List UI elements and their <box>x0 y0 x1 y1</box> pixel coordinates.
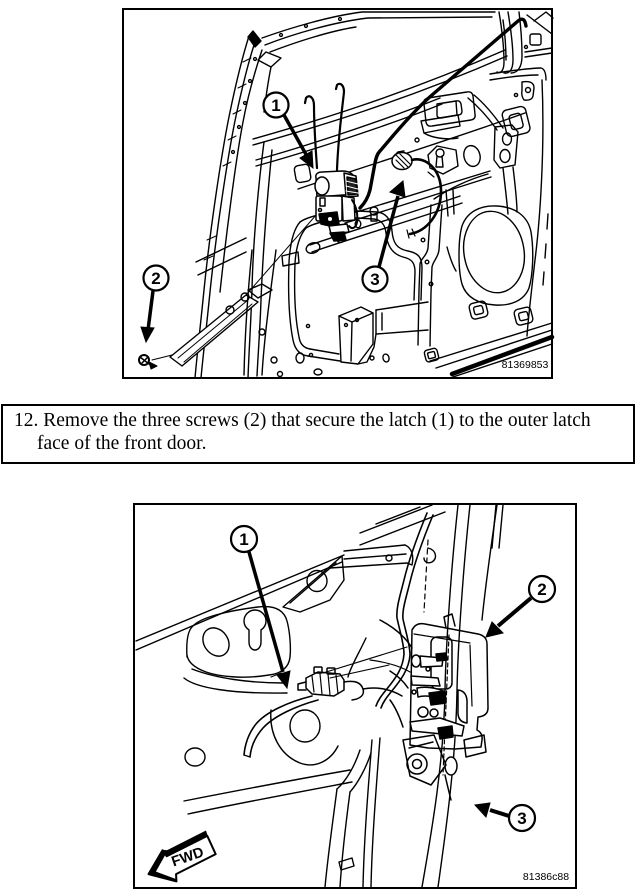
svg-text:81369853: 81369853 <box>502 359 549 371</box>
svg-text:2: 2 <box>151 269 160 288</box>
svg-text:3: 3 <box>517 809 526 828</box>
svg-text:2: 2 <box>537 580 546 599</box>
svg-text:3: 3 <box>370 270 379 289</box>
svg-text:81386c88: 81386c88 <box>523 871 569 883</box>
svg-text:1: 1 <box>239 530 248 549</box>
svg-text:1: 1 <box>271 96 280 115</box>
